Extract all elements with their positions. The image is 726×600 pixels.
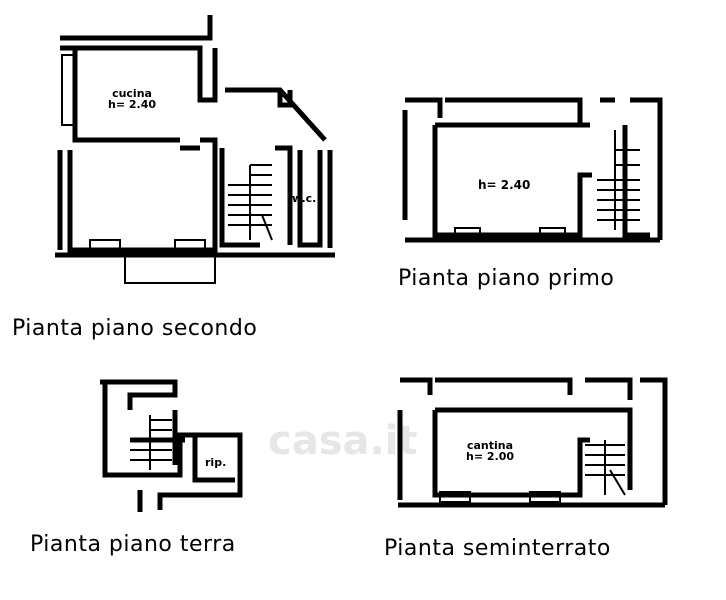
stairs-icon <box>585 440 626 496</box>
plan-title-secondo: Pianta piano secondo <box>12 316 258 341</box>
stairs-icon <box>597 130 640 230</box>
plan-title-seminterrato: Pianta seminterrato <box>384 536 611 561</box>
stairs-icon <box>228 164 273 241</box>
plan-piano-secondo <box>55 15 335 284</box>
room-label-primo-height: h= 2.40 <box>478 178 531 192</box>
room-label-cucina: cucina h= 2.40 <box>108 88 156 110</box>
room-label-cantina: cantina h= 2.00 <box>466 440 514 462</box>
room-height: h= 2.00 <box>466 450 515 463</box>
room-height: h= 2.40 <box>108 98 157 111</box>
plan-piano-primo <box>402 97 663 243</box>
plan-piano-terra <box>100 379 243 512</box>
plan-title-primo: Pianta piano primo <box>398 266 615 291</box>
room-label-wc: w.c. <box>292 192 317 205</box>
watermark: casa.it <box>268 418 418 464</box>
room-name: cantina <box>466 439 514 452</box>
plan-seminterrato <box>397 377 668 508</box>
plan-title-terra: Pianta piano terra <box>30 532 236 557</box>
room-name: cucina <box>112 87 152 100</box>
stairs-icon <box>130 415 172 470</box>
room-label-rip: rip. <box>205 456 227 469</box>
